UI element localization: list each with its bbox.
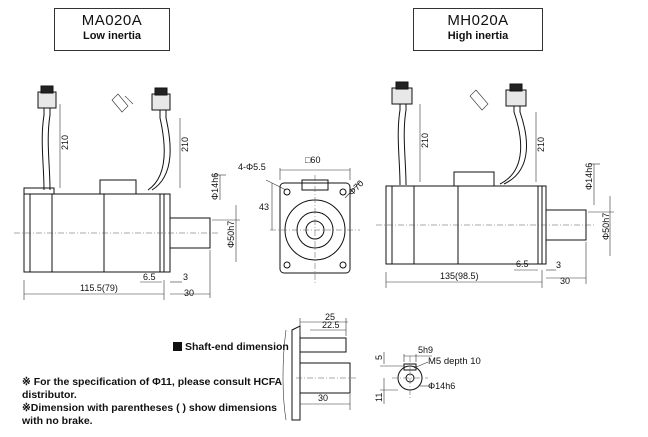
- detail-25: 25: [325, 312, 335, 322]
- left-motor: [14, 85, 240, 300]
- shaft-end-detail: [282, 318, 432, 421]
- detail-tap: M5 depth 10: [428, 356, 481, 367]
- front-pcd: Φ70: [346, 178, 365, 197]
- detail-22-5: 22.5: [322, 320, 340, 330]
- left-spigot: 3: [183, 272, 188, 282]
- front-view: [265, 168, 361, 285]
- right-flange-thk: 6.5: [516, 259, 529, 269]
- right-model-box: MH020A High inertia: [413, 8, 543, 51]
- right-shaft-dia: Φ14h6: [584, 163, 594, 190]
- shaft-end-text: Shaft-end dimension: [185, 341, 289, 353]
- right-spigot: 3: [556, 260, 561, 270]
- right-length: 135(98.5): [440, 271, 479, 281]
- left-model-box: MA020A Low inertia: [54, 8, 170, 51]
- detail-shaft-dia: Φ14h6: [428, 381, 455, 391]
- right-cable-dim-1: 210: [420, 133, 430, 148]
- shaft-end-label: Shaft-end dimension: [173, 341, 289, 353]
- left-shaft-len: 30: [184, 288, 194, 298]
- left-shaft-dia: Φ14h6: [210, 173, 220, 200]
- detail-key: 5h9: [418, 345, 433, 355]
- square-bullet-icon: [173, 342, 182, 351]
- note-line-3: ※Dimension with parentheses ( ) show dim…: [22, 402, 278, 414]
- left-flange-thk: 6.5: [143, 272, 156, 282]
- right-shaft-len: 30: [560, 276, 570, 286]
- note-line-1: ※ For the specification of Φ11, please c…: [22, 376, 283, 388]
- right-flange-dia: Φ50h7: [601, 213, 611, 240]
- note-line-4: with no brake.: [22, 415, 93, 427]
- right-model-name: MH020A: [447, 12, 509, 29]
- note-line-2: distributor.: [22, 389, 77, 401]
- front-height: 43: [259, 202, 269, 212]
- left-cable-dim-2: 210: [180, 137, 190, 152]
- right-cable-dim-2: 210: [536, 137, 546, 152]
- left-model-name: MA020A: [81, 12, 143, 29]
- right-model-subtitle: High inertia: [447, 30, 509, 42]
- front-holes: 4-Φ5.5: [238, 162, 266, 172]
- left-cable-dim-1: 210: [60, 135, 70, 150]
- detail-30: 30: [318, 393, 328, 403]
- detail-5: 5: [374, 355, 384, 360]
- notes: ※ For the specification of Φ11, please c…: [22, 376, 292, 428]
- left-length: 115.5(79): [80, 283, 118, 293]
- detail-11: 11: [374, 393, 384, 402]
- left-flange-dia: Φ50h7: [226, 221, 236, 248]
- front-square: □60: [305, 155, 320, 165]
- right-motor: [376, 81, 614, 288]
- left-model-subtitle: Low inertia: [82, 30, 142, 42]
